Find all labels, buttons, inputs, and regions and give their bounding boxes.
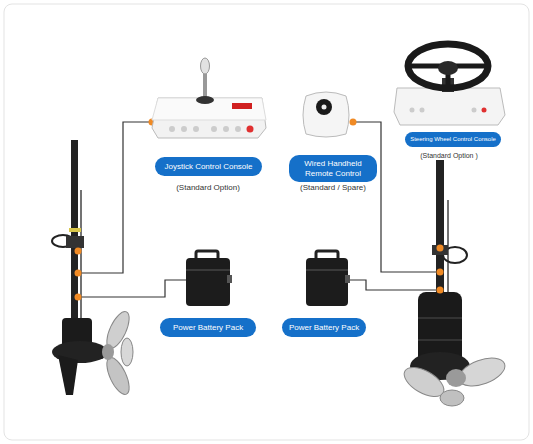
left-outboard-motor-part — [66, 236, 84, 248]
handheld-remote — [303, 92, 349, 137]
left-outboard-motor-part — [121, 338, 133, 366]
right-outboard-motor-part — [446, 369, 466, 387]
joystick-console-part — [169, 126, 175, 132]
pill-text: Joystick Control Console — [164, 162, 252, 171]
option-note: (Standard Option ) — [420, 152, 478, 159]
connection-dot-part — [75, 270, 82, 277]
joystick-console-part — [181, 126, 187, 132]
connection-dot-part — [75, 294, 82, 301]
joystick-console-part — [235, 126, 241, 132]
right-outboard-motor-part — [440, 390, 464, 406]
frame — [4, 4, 529, 440]
option-note: (Standard Option) — [176, 183, 240, 192]
label-pill: Wired Handheld Remote Control — [289, 155, 377, 182]
label-pill: Steering Wheel Control Console — [405, 132, 501, 147]
right-outboard-motor-part — [436, 160, 444, 300]
connection-dot-part — [437, 287, 444, 294]
battery-case-part — [306, 258, 348, 306]
battery-case-part — [306, 269, 348, 271]
battery-case-part — [186, 269, 230, 271]
joystick-console-part — [196, 96, 214, 104]
connection-dot — [75, 119, 444, 301]
wire-part — [348, 280, 438, 290]
steering-wheel-console-part — [438, 61, 458, 75]
label-pill: Power Battery Pack — [282, 318, 366, 337]
label-pill: Power Battery Pack — [160, 318, 256, 337]
battery-case — [186, 251, 350, 306]
connection-dot-part — [350, 119, 357, 126]
left-outboard-motor-part — [80, 190, 82, 330]
left-outboard-motor-part — [58, 355, 78, 395]
battery-case-part — [227, 275, 232, 283]
steering-wheel-console-part — [408, 44, 488, 88]
joystick-console-part — [152, 98, 266, 138]
pill-text: Power Battery Pack — [173, 323, 243, 332]
handheld-remote-part — [303, 92, 349, 137]
handheld-remote-part — [322, 105, 327, 110]
option-note: (Standard / Spare) — [300, 183, 366, 192]
left-outboard-motor-part — [69, 228, 81, 232]
connection-dot-part — [437, 245, 444, 252]
joystick-console-part — [247, 126, 254, 133]
joystick-console-part — [223, 126, 229, 132]
pill-text: Steering Wheel Control Console — [410, 136, 496, 143]
left-outboard-motor-part — [102, 344, 114, 360]
label-pill: Joystick Control Console — [155, 157, 262, 176]
joystick-console-part — [193, 126, 199, 132]
right-outboard-motor-part — [418, 339, 462, 341]
pill-text: Wired Handheld Remote Control — [293, 159, 373, 177]
handheld-remote-part — [316, 99, 332, 115]
battery-case-part — [186, 258, 230, 306]
steering-wheel-console-part — [472, 108, 477, 113]
joystick-console-part — [211, 126, 217, 132]
wire-part — [80, 122, 152, 273]
right-outboard-motor-part — [432, 245, 448, 255]
pill-text: Power Battery Pack — [289, 323, 359, 332]
connection-dot-part — [437, 269, 444, 276]
steering-wheel-console-part — [482, 108, 487, 113]
joystick-console-part — [201, 58, 210, 74]
joystick-console-part — [232, 103, 252, 109]
left-outboard-motor — [52, 140, 134, 398]
right-outboard-motor — [399, 160, 508, 406]
right-outboard-motor-part — [418, 317, 462, 319]
steering-wheel-console-part — [420, 108, 425, 113]
steering-wheel-console — [394, 44, 505, 125]
steering-wheel-console-part — [410, 108, 415, 113]
wire — [80, 122, 438, 297]
wire-part — [80, 280, 186, 297]
steering-wheel-console-part — [394, 88, 505, 125]
battery-case-part — [345, 275, 350, 283]
joystick-console — [152, 58, 266, 138]
connection-dot-part — [75, 248, 82, 255]
